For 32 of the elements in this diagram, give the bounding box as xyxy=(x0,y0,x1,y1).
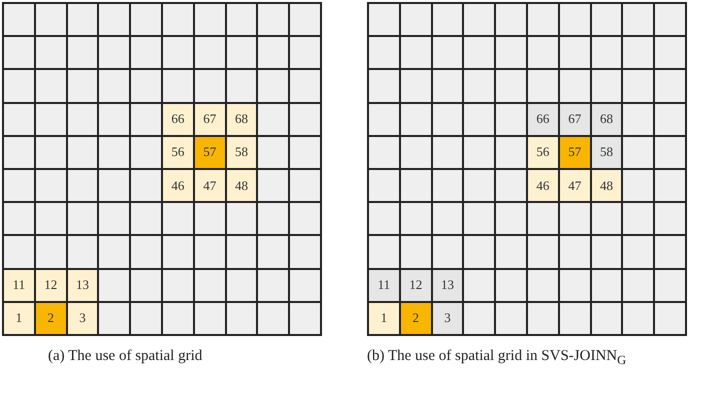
grid-cell: 66 xyxy=(162,102,194,136)
grid-cell: 46 xyxy=(526,169,559,202)
grid-cell: 3 xyxy=(432,302,464,335)
grid-cell: 12 xyxy=(34,268,67,302)
grid-cell: 12 xyxy=(400,268,432,302)
grid-cell: 2 xyxy=(34,302,67,335)
grid-cell: 1 xyxy=(368,302,400,335)
grid-cell: 58 xyxy=(226,136,258,169)
grid-cell: 47 xyxy=(558,169,591,202)
grid-cell: 56 xyxy=(526,136,559,169)
grid-cell: 58 xyxy=(590,136,622,169)
grid-cell: 67 xyxy=(558,102,591,136)
grid-cell: 57 xyxy=(558,136,591,169)
grid-cell: 11 xyxy=(368,268,400,302)
grid-cell: 56 xyxy=(162,136,194,169)
grid-cell: 13 xyxy=(432,268,464,302)
grid-cell: 57 xyxy=(194,136,226,169)
grid-cell: 48 xyxy=(590,169,622,202)
grid-cell: 3 xyxy=(66,302,98,335)
caption: (b) The use of spatial grid in SVS-JOINN$_{G}$ xyxy=(367,347,628,369)
grid-cell: 68 xyxy=(226,102,258,136)
grid-cell: 68 xyxy=(590,102,622,136)
caption: (a) The use of spatial grid xyxy=(48,347,204,366)
grid-cell: 48 xyxy=(226,169,258,202)
grid-cell: 66 xyxy=(526,102,559,136)
grid-cell: 2 xyxy=(400,302,432,335)
grid-cell: 46 xyxy=(162,169,194,202)
grid-cell: 67 xyxy=(194,102,226,136)
grid-cell: 13 xyxy=(66,268,98,302)
grid-cell: 47 xyxy=(194,169,226,202)
grid-cell: 11 xyxy=(3,268,35,302)
grid-cell: 1 xyxy=(3,302,35,335)
